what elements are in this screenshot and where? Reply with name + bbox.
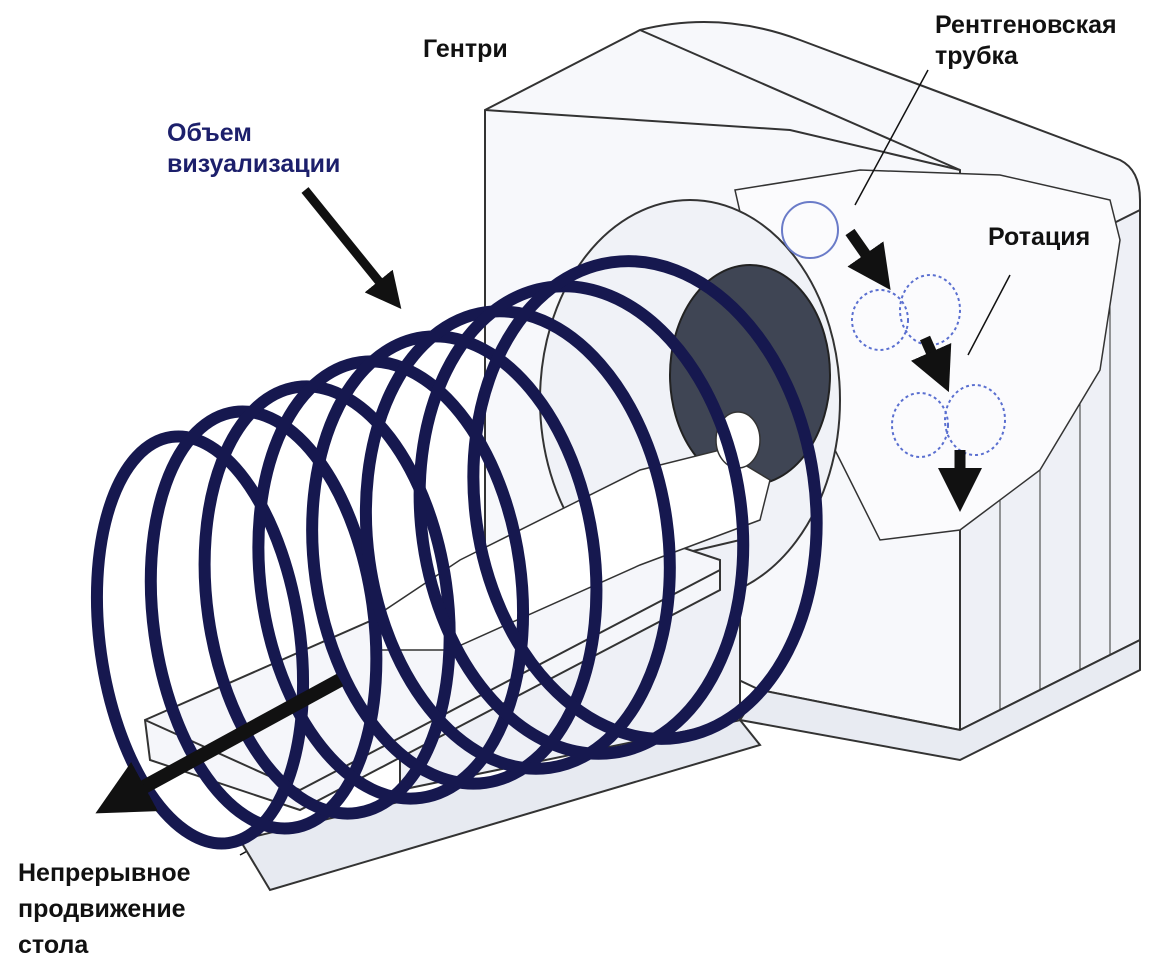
table-motion-label-line3: стола (18, 931, 89, 959)
gantry-label: Гентри (423, 35, 508, 63)
imaging-volume-label-line1: Объем (167, 119, 252, 147)
table-motion-label: Непрерывное продвижение стола (18, 855, 191, 963)
imaging-volume-arrow (301, 187, 402, 309)
xray-tube-label: Рентгеновская трубка (935, 10, 1117, 72)
table-motion-label-line2: продвижение (18, 895, 186, 923)
helix-loop (467, 255, 823, 745)
helix-loop (90, 430, 310, 850)
table-motion-arrow (95, 673, 344, 814)
helix-loop (252, 355, 530, 805)
xray-tube-icon (781, 201, 1006, 458)
helical-scan-path (90, 255, 823, 850)
imaging-volume-label: Объем визуализации (167, 118, 340, 180)
xray-tube-label-line1: Рентгеновская (935, 11, 1117, 39)
rotation-arrows (845, 228, 982, 512)
table-motion-label-line1: Непрерывное (18, 859, 191, 887)
helix-loop (198, 380, 456, 820)
imaging-volume-label-line2: визуализации (167, 150, 341, 178)
xray-tube-label-line2: трубка (935, 42, 1018, 70)
rotation-label: Ротация (988, 223, 1091, 251)
